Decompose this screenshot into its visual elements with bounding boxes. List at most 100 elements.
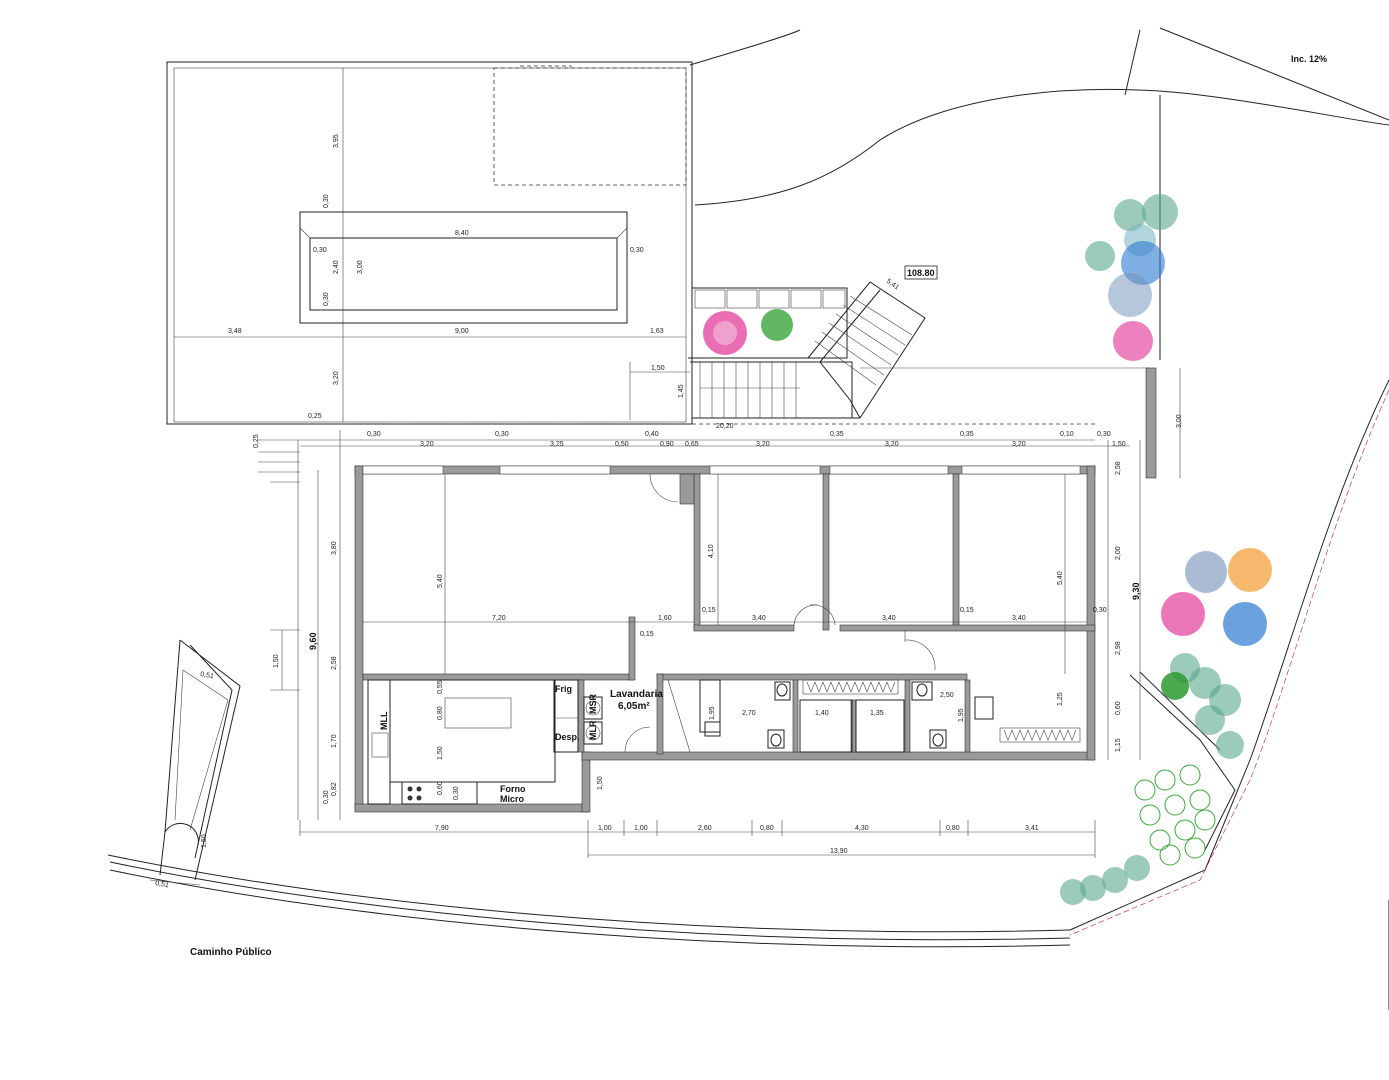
dimension-label: 2,60 bbox=[698, 825, 712, 832]
plant-green bbox=[761, 309, 793, 341]
dimension-label: 0,15 bbox=[640, 631, 654, 638]
dimension-label: 9,30 bbox=[1131, 582, 1141, 600]
dimension-label: 5,41 bbox=[885, 278, 900, 292]
dimension-label: 0,51 bbox=[155, 880, 170, 889]
dimension-label: 13,90 bbox=[830, 848, 848, 855]
dimension-label: 7,90 bbox=[435, 825, 449, 832]
dimension-label: 0,80 bbox=[946, 825, 960, 832]
dimension-label: 1,50 bbox=[437, 746, 444, 760]
groundcover-plants bbox=[1134, 764, 1216, 866]
dimension-label: 1,50 bbox=[597, 776, 604, 790]
dimension-label: 0,30 bbox=[1097, 431, 1111, 438]
dimension-label: 0,25 bbox=[253, 434, 260, 448]
dimension-label: 1,50 bbox=[201, 834, 208, 848]
bottom-dimensions: 7,90 1,00 1,00 2,60 0,80 4,30 0,80 3,41 … bbox=[299, 776, 1096, 858]
dimension-label: 1,40 bbox=[815, 710, 829, 717]
dimension-label: 4,30 bbox=[855, 825, 869, 832]
oven-label-1: Forno bbox=[500, 784, 526, 794]
dishwasher-label: MLL bbox=[379, 711, 389, 730]
dimension-label: 3,48 bbox=[228, 328, 242, 335]
right-dimensions: 1,50 2,58 2,00 9,30 2,98 0,60 1,15 3,00 bbox=[1107, 367, 1183, 760]
dimension-label: 0,30 bbox=[367, 431, 381, 438]
dimension-label: 7,20 bbox=[492, 615, 506, 622]
dimension-label: 0,60 bbox=[437, 781, 444, 795]
dimension-label: 1,00 bbox=[634, 825, 648, 832]
dimension-label: 2,40 bbox=[333, 260, 340, 274]
dimension-label: 0,65 bbox=[685, 441, 699, 448]
dimension-label: 3,95 bbox=[333, 134, 340, 148]
dimension-label: 1,50 bbox=[1112, 441, 1126, 448]
dimension-label: 0,15 bbox=[702, 607, 716, 614]
dimension-label: 2,58 bbox=[331, 656, 338, 670]
plant-magenta bbox=[703, 311, 747, 355]
dimension-label: 0,55 bbox=[437, 680, 444, 694]
pantry-label: Desp. bbox=[555, 732, 580, 742]
dimension-label: 5,40 bbox=[1057, 571, 1064, 585]
elevation-label: 108.80 bbox=[907, 268, 935, 278]
dimension-label: 4,10 bbox=[708, 544, 715, 558]
dimension-label: 0,50 bbox=[615, 441, 629, 448]
dimension-label: 2,98 bbox=[1115, 641, 1122, 655]
dimension-label: 1,25 bbox=[1057, 692, 1064, 706]
dimension-label: 1,95 bbox=[709, 706, 716, 720]
wardrobe-1 bbox=[802, 679, 899, 695]
dimension-label: 0,30 bbox=[1093, 607, 1107, 614]
dimension-label: 0,25 bbox=[308, 413, 322, 420]
dimension-label: 3,25 bbox=[550, 441, 564, 448]
kitchen: MLL Frig Desp. Forno Micro bbox=[367, 679, 580, 805]
dimension-label: 3,80 bbox=[331, 541, 338, 555]
dimension-label: 1,50 bbox=[273, 654, 280, 668]
dimension-label: 0,60 bbox=[1115, 701, 1122, 715]
dimension-label: 3,40 bbox=[882, 615, 896, 622]
laundry-name: Lavandaria bbox=[610, 689, 663, 700]
dimension-label: 0,51 bbox=[200, 671, 215, 680]
dimension-label: 3,20 bbox=[333, 371, 340, 385]
kitchen-island bbox=[389, 679, 556, 783]
dimension-label: 0,30 bbox=[323, 790, 330, 804]
oven-label-2: Micro bbox=[500, 794, 525, 804]
interior-dimensions: 5,40 4,10 5,40 7,20 1,60 3,40 3,40 3,40 … bbox=[363, 474, 1107, 800]
dimension-label: 0,30 bbox=[313, 247, 327, 254]
dimension-label: 0,30 bbox=[453, 786, 460, 800]
dimension-label: 1,35 bbox=[870, 710, 884, 717]
stairs-terrace: 1,50 1,45 5,41 108.80 Inc. 12% bbox=[629, 54, 1327, 420]
dimension-label: 9,60 bbox=[308, 632, 318, 650]
dimension-label: 3,20 bbox=[885, 441, 899, 448]
dimension-label: MLR bbox=[588, 720, 598, 740]
dimension-label: 0,40 bbox=[645, 431, 659, 438]
public-path: Caminho Público bbox=[107, 854, 1071, 958]
dimension-label: 9,00 bbox=[455, 328, 469, 335]
dimension-label: 2,58 bbox=[1115, 461, 1122, 475]
bathrooms bbox=[699, 679, 1081, 753]
dimension-label: 2,00 bbox=[1115, 546, 1122, 560]
gate-ramp: 0,51 1,50 0,51 bbox=[149, 639, 241, 889]
dimension-label: 0,30 bbox=[323, 292, 330, 306]
left-dimensions: 0,25 3,80 9,60 2,58 1,70 1,50 0,30 0,82 bbox=[253, 430, 341, 820]
dimension-label: 1,00 bbox=[598, 825, 612, 832]
dimension-label: 1,70 bbox=[331, 734, 338, 748]
dimension-label: 0,30 bbox=[495, 431, 509, 438]
pool-area: 8,40 0,30 0,30 0,30 0,30 2,40 3,00 3,95 … bbox=[166, 61, 693, 425]
laundry-area: 6,05m² bbox=[618, 701, 650, 712]
dimension-label: 1,60 bbox=[658, 615, 672, 622]
dimension-label: 0,30 bbox=[323, 194, 330, 208]
dimension-label: 1,15 bbox=[1115, 738, 1122, 752]
laundry: MSR MLR Lavandaria 6,05m² bbox=[583, 679, 691, 753]
house-walls bbox=[354, 465, 1096, 813]
dimension-label: 8,40 bbox=[455, 230, 469, 237]
dimension-label: 0,80 bbox=[760, 825, 774, 832]
dimension-label: 2,50 bbox=[940, 692, 954, 699]
dimension-label: 0,82 bbox=[331, 782, 338, 796]
dimension-label: 3,40 bbox=[752, 615, 766, 622]
dimension-label: 0,80 bbox=[437, 706, 444, 720]
plants bbox=[703, 194, 1272, 905]
dimension-label: 0,90 bbox=[660, 441, 674, 448]
dimension-label: 3,40 bbox=[1012, 615, 1026, 622]
fridge-label: Frig bbox=[555, 684, 572, 694]
swimming-pool bbox=[299, 211, 628, 324]
dimension-label: 0,15 bbox=[960, 607, 974, 614]
public-path-label: Caminho Público bbox=[190, 947, 272, 958]
dimension-label: 3,41 bbox=[1025, 825, 1039, 832]
inclination-label: Inc. 12% bbox=[1291, 54, 1327, 64]
